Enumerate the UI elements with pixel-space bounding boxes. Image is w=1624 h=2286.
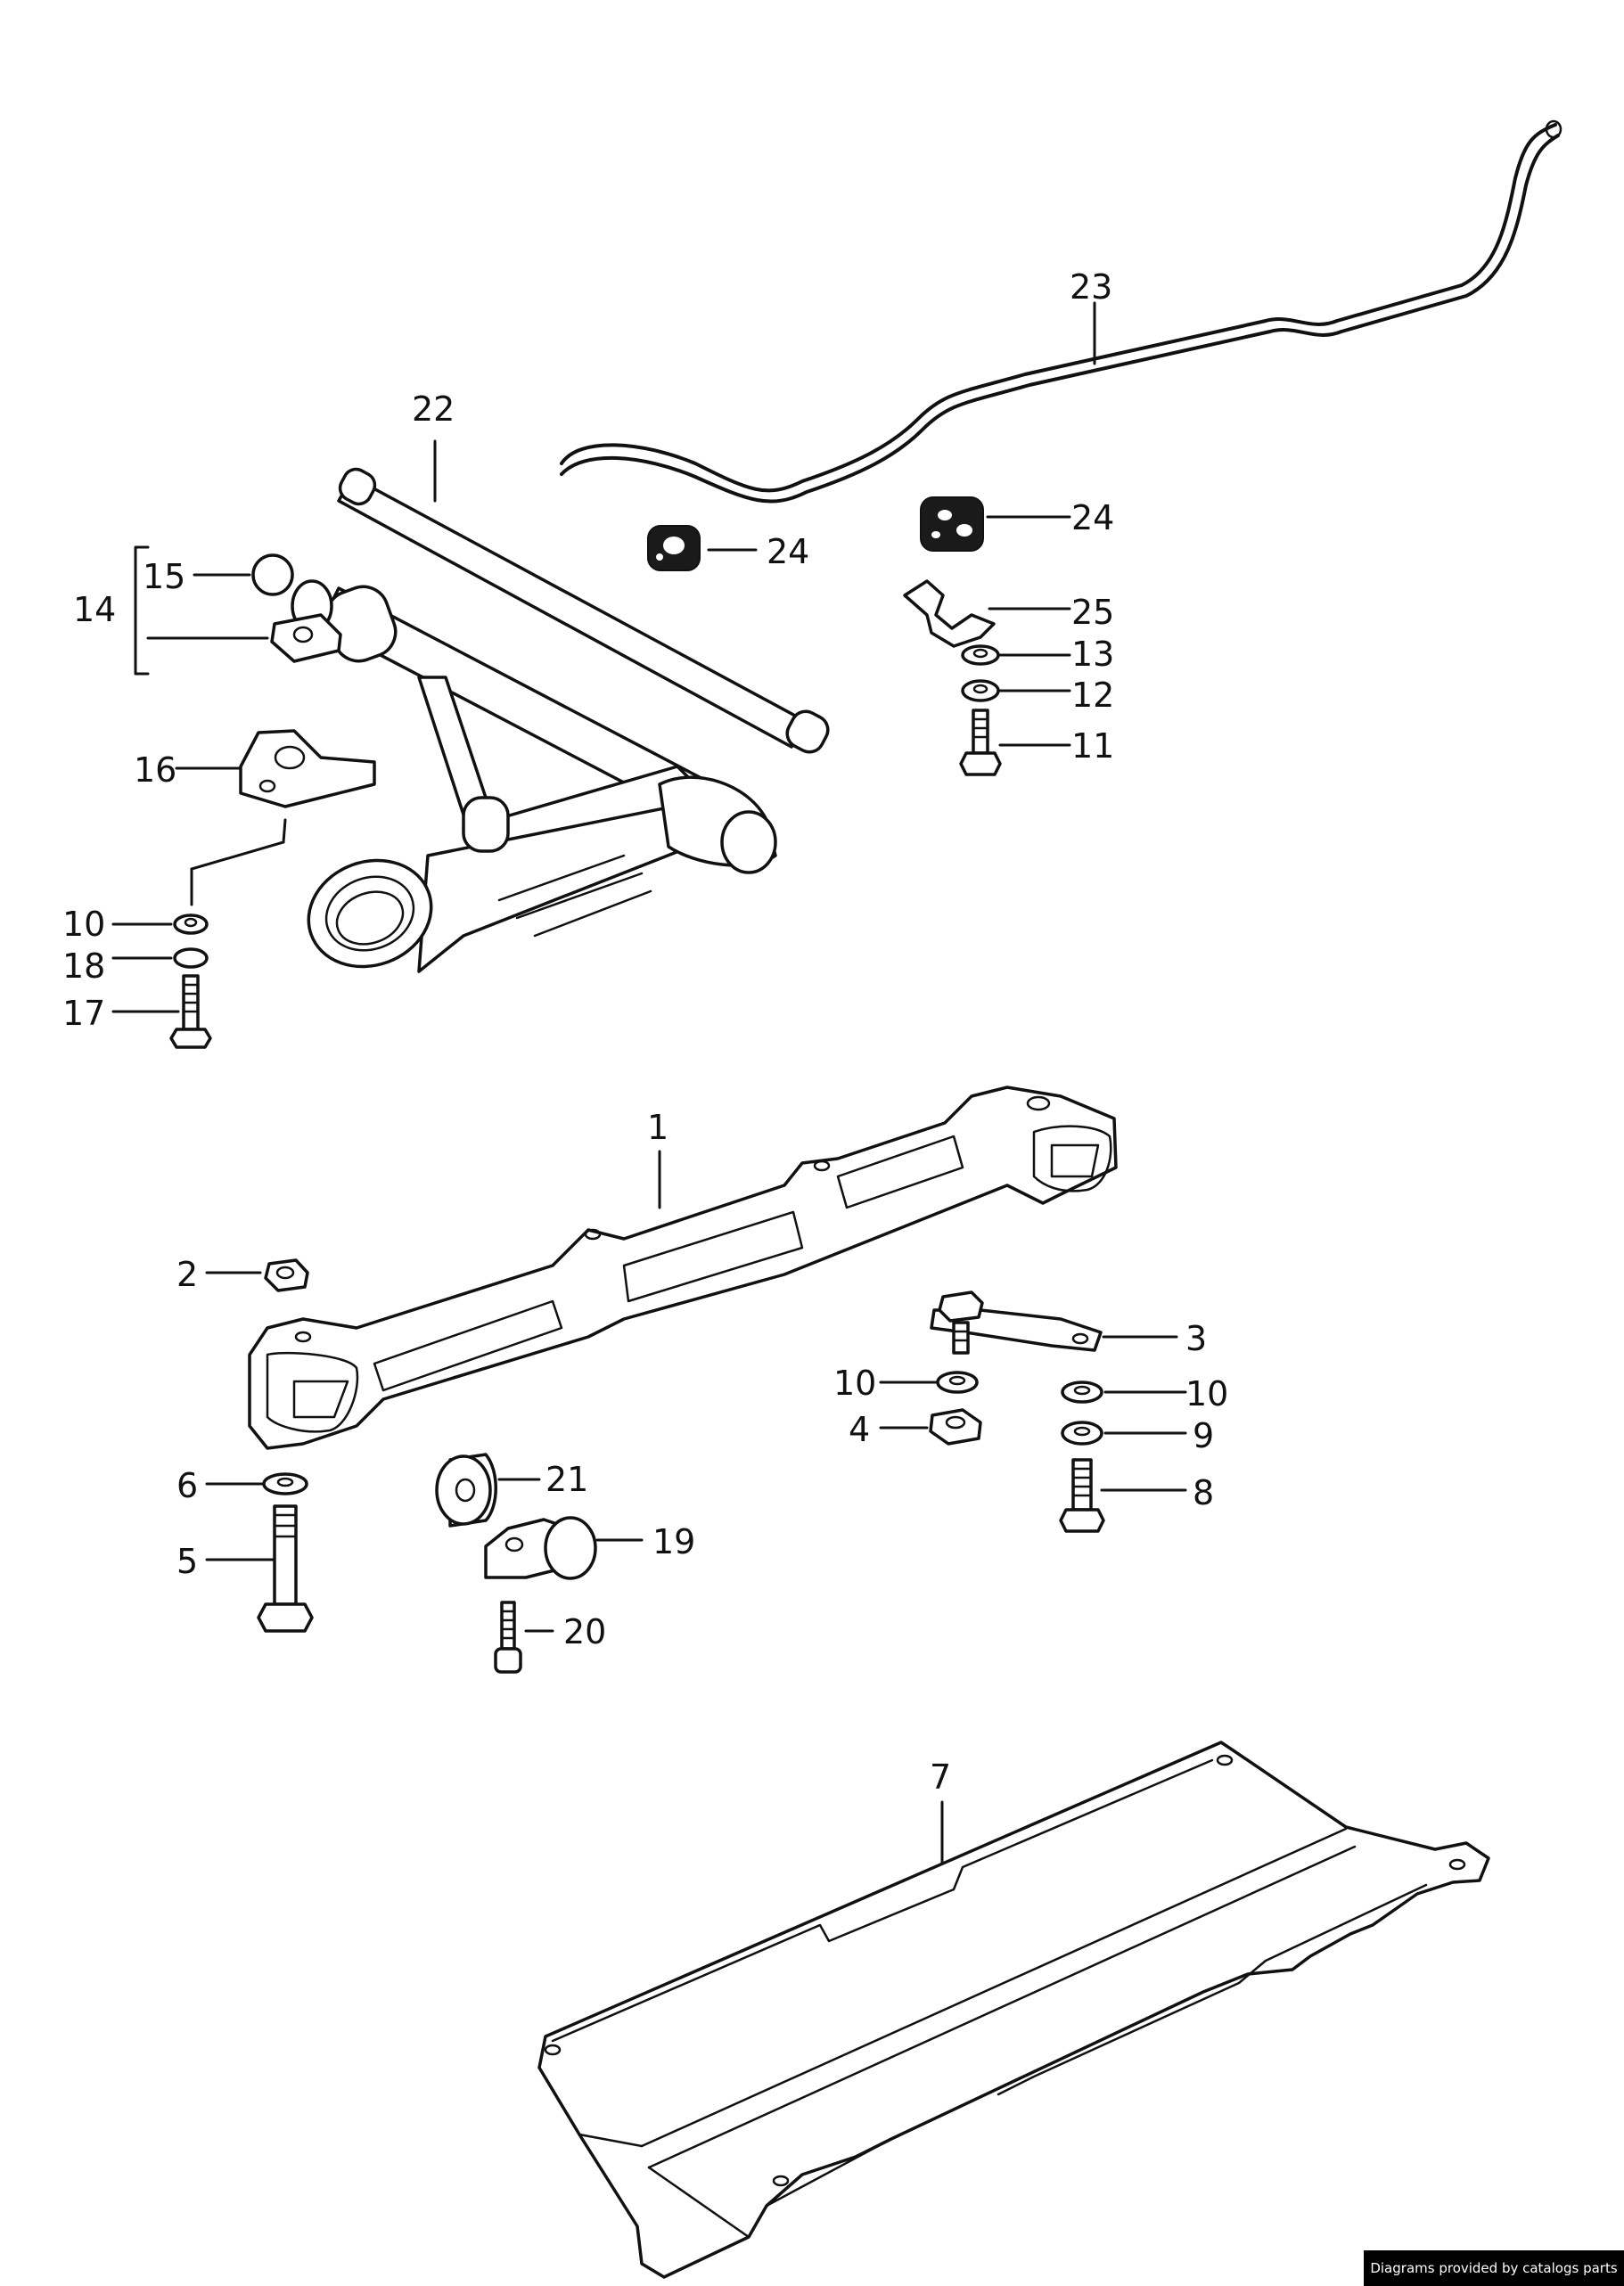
callout-13: 13 xyxy=(998,635,1114,674)
svg-text:2: 2 xyxy=(176,1255,198,1294)
svg-text:21: 21 xyxy=(545,1460,588,1499)
svg-text:23: 23 xyxy=(1070,267,1112,307)
callout-15: 15 xyxy=(143,557,251,596)
nut-2 xyxy=(264,1258,309,1292)
callout-23: 23 xyxy=(1070,267,1112,365)
callout-18: 18 xyxy=(62,946,173,986)
callout-25: 25 xyxy=(988,593,1114,632)
washer-10-left xyxy=(173,914,209,935)
svg-text:20: 20 xyxy=(563,1612,606,1651)
callout-19: 19 xyxy=(595,1522,695,1561)
bushing-24-left xyxy=(647,525,701,571)
callout-20: 20 xyxy=(524,1612,606,1651)
bolt-8 xyxy=(1059,1458,1105,1533)
svg-text:18: 18 xyxy=(62,946,105,986)
svg-text:9: 9 xyxy=(1193,1416,1214,1455)
callout-2: 2 xyxy=(176,1255,262,1294)
nut-4 xyxy=(929,1408,982,1446)
callout-7: 7 xyxy=(930,1758,951,1864)
screw-20 xyxy=(494,1601,522,1674)
svg-text:1: 1 xyxy=(647,1108,668,1147)
svg-text:8: 8 xyxy=(1193,1473,1214,1512)
svg-text:7: 7 xyxy=(930,1758,951,1797)
bracket-19 xyxy=(484,1516,597,1580)
callout-24-right: 24 xyxy=(986,498,1114,537)
svg-text:17: 17 xyxy=(62,994,105,1033)
callout-11: 11 xyxy=(998,726,1114,766)
svg-text:25: 25 xyxy=(1071,593,1114,632)
bracket-16 xyxy=(239,729,376,808)
svg-text:3: 3 xyxy=(1185,1319,1207,1358)
svg-text:22: 22 xyxy=(412,389,455,429)
svg-text:10: 10 xyxy=(62,905,105,944)
svg-text:13: 13 xyxy=(1071,635,1114,674)
svg-text:19: 19 xyxy=(652,1522,695,1561)
svg-text:4: 4 xyxy=(849,1410,870,1449)
callout-8: 8 xyxy=(1100,1473,1214,1512)
spring-washer-18 xyxy=(173,947,209,969)
washer-13 xyxy=(961,644,1000,666)
assembly-line-16 xyxy=(190,818,287,906)
callout-1: 1 xyxy=(647,1108,668,1209)
callout-10-center: 10 xyxy=(833,1364,938,1403)
svg-text:6: 6 xyxy=(176,1466,198,1505)
svg-text:10: 10 xyxy=(833,1364,876,1403)
washer-10-right xyxy=(1061,1381,1103,1404)
washer-6 xyxy=(262,1472,308,1495)
bolt-11 xyxy=(959,709,1002,776)
diagram-credit-badge: Diagrams provided by catalogs parts xyxy=(1364,2250,1624,2286)
trailing-arm xyxy=(291,579,777,973)
callout-3: 3 xyxy=(1102,1319,1207,1358)
svg-text:14: 14 xyxy=(73,590,116,629)
bolt-17 xyxy=(169,974,212,1049)
svg-text:24: 24 xyxy=(1071,498,1114,537)
torsion-bar xyxy=(337,467,830,754)
svg-text:10: 10 xyxy=(1185,1374,1228,1413)
cross-member xyxy=(248,1086,1118,1450)
svg-text:11: 11 xyxy=(1071,726,1114,766)
bushing-21 xyxy=(435,1453,497,1528)
callout-5: 5 xyxy=(176,1542,275,1581)
callout-10-right: 10 xyxy=(1103,1374,1228,1413)
bracket-group-14 xyxy=(134,545,342,676)
callout-24-left: 24 xyxy=(707,532,809,571)
callout-22: 22 xyxy=(412,389,455,503)
washer-10-center xyxy=(936,1371,979,1394)
callout-9: 9 xyxy=(1103,1416,1214,1455)
svg-text:16: 16 xyxy=(134,750,176,790)
svg-text:12: 12 xyxy=(1071,676,1114,715)
callout-14: 14 xyxy=(73,590,269,640)
callout-16: 16 xyxy=(134,750,241,790)
callout-12: 12 xyxy=(998,676,1114,715)
callout-4: 4 xyxy=(849,1410,929,1449)
svg-text:15: 15 xyxy=(143,557,185,596)
callout-21: 21 xyxy=(497,1460,588,1499)
bolt-5 xyxy=(257,1504,314,1633)
svg-text:5: 5 xyxy=(176,1542,198,1581)
stabilizer-bar xyxy=(560,119,1562,504)
svg-text:24: 24 xyxy=(767,532,809,571)
callout-6: 6 xyxy=(176,1466,264,1505)
clamp-25 xyxy=(903,579,996,648)
strap-3 xyxy=(930,1290,1103,1355)
callout-17: 17 xyxy=(62,994,180,1033)
bushing-24-right xyxy=(920,496,984,552)
spring-washer-12 xyxy=(961,679,1000,702)
skid-plate xyxy=(537,1741,1490,2279)
callout-10-left: 10 xyxy=(62,905,173,944)
spring-washer-9 xyxy=(1061,1421,1103,1446)
